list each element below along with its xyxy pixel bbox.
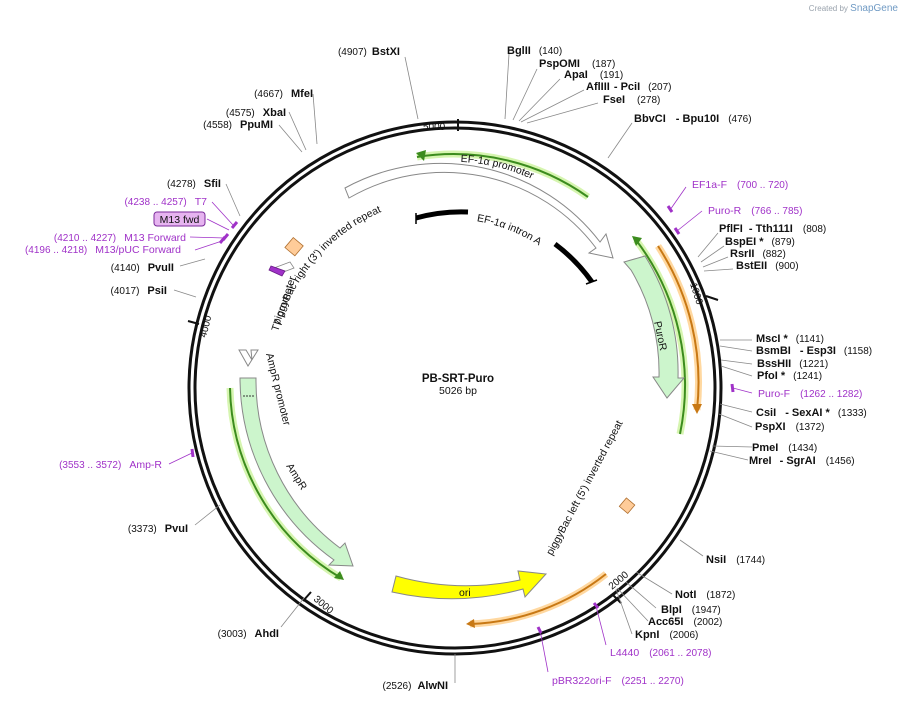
t7-promoter-feature[interactable] bbox=[268, 261, 295, 277]
site-leader-lines bbox=[173, 53, 753, 683]
pb-left-repeat-box[interactable] bbox=[618, 497, 636, 515]
primer-l4440[interactable]: L4440(2061 .. 2078) bbox=[610, 647, 711, 659]
site-ppumi[interactable]: (4558)PpuMI bbox=[203, 119, 273, 131]
site-fsei[interactable]: FseI(278) bbox=[603, 94, 660, 106]
site-sfii[interactable]: (4278)SfiI bbox=[167, 178, 221, 190]
orf-arcs bbox=[226, 150, 703, 628]
site-pspxi[interactable]: PspXI(1372) bbox=[755, 421, 824, 433]
primer-amp-r[interactable]: (3553 .. 3572)Amp-R bbox=[59, 459, 162, 471]
site-apai[interactable]: ApaI(191) bbox=[564, 69, 623, 81]
site-afliii[interactable]: AflIII- PciI(207) bbox=[586, 81, 672, 93]
primer-ef1a-f[interactable]: EF1a-F(700 .. 720) bbox=[692, 179, 788, 191]
site-pvuii[interactable]: (4140)PvuII bbox=[111, 262, 174, 274]
site-bsmbi[interactable]: BsmBI- Esp3I(1158) bbox=[756, 345, 872, 357]
plasmid-length: 5026 bp bbox=[439, 385, 477, 397]
tick-5000: 5000 bbox=[423, 122, 446, 133]
ori-arrow[interactable] bbox=[391, 570, 548, 600]
primer-pbr322ori-f[interactable]: pBR322ori-F(2251 .. 2270) bbox=[552, 675, 684, 687]
ef1a-intron-label: EF-1α intron A bbox=[476, 212, 544, 248]
ampr-arrow[interactable] bbox=[239, 377, 354, 567]
pb-right-repeat-box[interactable] bbox=[284, 236, 304, 257]
primer-m13-puc-forward[interactable]: (4196 .. 4218)M13/pUC Forward bbox=[25, 244, 181, 256]
site-bsteii[interactable]: BstEII(900) bbox=[736, 260, 799, 272]
site-blpi[interactable]: BlpI(1947) bbox=[661, 604, 721, 616]
site-csii[interactable]: CsiI- SexAI *(1333) bbox=[756, 407, 867, 419]
tick-1000: 1000 bbox=[687, 282, 704, 307]
site-pspomi[interactable]: PspOMI(187) bbox=[539, 58, 615, 70]
primer-t7[interactable]: (4238 .. 4257)T7 bbox=[124, 196, 207, 208]
site-bglii[interactable]: BglII(140) bbox=[507, 45, 562, 57]
site-bbvci[interactable]: BbvCI- Bpu10I(476) bbox=[634, 113, 752, 125]
site-xbai[interactable]: (4575)XbaI bbox=[226, 107, 286, 119]
tick-mark-4000 bbox=[187, 320, 200, 325]
plasmid-name: PB-SRT-Puro bbox=[422, 373, 494, 385]
brand-prefix: Created by bbox=[808, 4, 848, 13]
tick-mark-1000 bbox=[705, 295, 719, 301]
brand-watermark: Created by SnapGene bbox=[809, 3, 898, 14]
site-noti[interactable]: NotI(1872) bbox=[675, 589, 735, 601]
primer-leader-lines bbox=[168, 186, 753, 673]
tick-4000: 4000 bbox=[198, 314, 214, 339]
tick-mark-3000 bbox=[302, 591, 312, 602]
site-pmei[interactable]: PmeI(1434) bbox=[752, 442, 817, 454]
site-pflfi[interactable]: PflFI- Tth111I(808) bbox=[719, 223, 826, 235]
site-alwni[interactable]: (2526)AlwNI bbox=[383, 680, 448, 692]
site-pfoi[interactable]: PfoI *(1241) bbox=[757, 370, 822, 382]
tick-mark-2000 bbox=[611, 593, 622, 604]
site-rsrii[interactable]: RsrII(882) bbox=[730, 248, 786, 260]
site-ahdi[interactable]: (3003)AhdI bbox=[218, 628, 279, 640]
primer-puro-f[interactable]: Puro-F(1262 .. 1282) bbox=[758, 388, 862, 400]
site-mfei[interactable]: (4667)MfeI bbox=[254, 88, 313, 100]
primer-puro-r[interactable]: Puro-R(766 .. 785) bbox=[708, 205, 802, 217]
site-bsshii[interactable]: BssHII(1221) bbox=[757, 358, 828, 370]
site-msci[interactable]: MscI *(1141) bbox=[756, 333, 824, 345]
puror-arrow[interactable] bbox=[623, 255, 686, 399]
site-bstxi[interactable]: (4907)BstXI bbox=[338, 46, 400, 58]
m13-fwd-badge[interactable]: M13 fwd bbox=[153, 211, 206, 227]
site-psii[interactable]: (4017)PsiI bbox=[111, 285, 167, 297]
primer-m13-forward[interactable]: (4210 .. 4227)M13 Forward bbox=[54, 232, 186, 244]
primer-labels: EF1a-F(700 .. 720) Puro-R(766 .. 785) Pu… bbox=[25, 179, 862, 687]
m13-fwd-label: M13 fwd bbox=[160, 214, 200, 226]
site-labels: (4907)BstXI BglII(140) PspOMI(187) ApaI(… bbox=[111, 45, 873, 692]
ampr-promoter-arrow[interactable] bbox=[238, 349, 259, 367]
site-pvui[interactable]: (3373)PvuI bbox=[128, 523, 188, 535]
site-nsii[interactable]: NsiI(1744) bbox=[706, 554, 765, 566]
site-acc65i[interactable]: Acc65I(2002) bbox=[648, 616, 722, 628]
scale-ticks bbox=[187, 119, 719, 604]
ampr-promoter-label: AmpR promoter bbox=[263, 352, 293, 427]
t7-promoter-label: T7 promoter bbox=[269, 274, 298, 333]
ef1a-intron-feature[interactable] bbox=[415, 209, 598, 285]
ampr-label: AmpR bbox=[283, 461, 309, 492]
site-mrei[interactable]: MreI- SgrAI(1456) bbox=[749, 455, 855, 467]
ef1a-promoter-arrow[interactable] bbox=[344, 162, 614, 259]
pb-left-label: piggyBac left (5') inverted repeat bbox=[544, 419, 625, 558]
site-kpni[interactable]: KpnI(2006) bbox=[635, 629, 698, 641]
site-bspei[interactable]: BspEI *(879) bbox=[725, 236, 795, 248]
ori-label: ori bbox=[459, 587, 471, 599]
snapgene-logo-text: SnapGene bbox=[850, 3, 898, 14]
